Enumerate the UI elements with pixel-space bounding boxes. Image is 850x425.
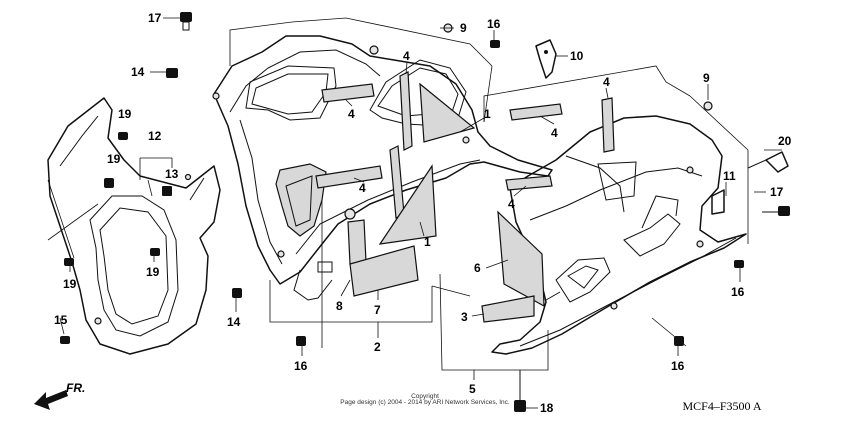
callout-numbers: 17 9 16 10 14 4 4 1 9 4 4 20 19 12 13 19…: [54, 11, 792, 415]
callout-7: 7: [374, 303, 381, 317]
callout-19: 19: [118, 107, 132, 121]
upper-cowl-frame-lines: [229, 17, 493, 338]
left-panel-lead-lines: [47, 157, 173, 259]
callout-13: 13: [165, 167, 179, 181]
callout-20: 20: [778, 134, 792, 148]
front-arrow-icon: [34, 390, 68, 410]
callout-5: 5: [469, 382, 476, 396]
callout-16: 16: [294, 359, 308, 373]
callout-4: 4: [359, 181, 366, 195]
callout-3: 3: [461, 310, 468, 324]
callout-18: 18: [540, 401, 554, 415]
callout-6: 6: [474, 261, 481, 275]
callout-4: 4: [403, 49, 410, 63]
inner-cover-panel[interactable]: [47, 97, 221, 355]
callout-1: 1: [424, 235, 431, 249]
callout-17: 17: [770, 185, 784, 199]
callout-8: 8: [336, 299, 343, 313]
callout-1: 1: [484, 107, 491, 121]
callout-19: 19: [63, 277, 77, 291]
callout-leaders: [59, 17, 782, 409]
callout-15: 15: [54, 313, 68, 327]
copyright-heading: Copyright: [411, 393, 439, 400]
callout-11: 11: [723, 169, 736, 183]
callout-14: 14: [131, 65, 145, 79]
callout-4: 4: [348, 107, 355, 121]
callout-4: 4: [508, 197, 515, 211]
callout-16: 16: [487, 17, 501, 31]
lower-cowl-foam-pads[interactable]: [481, 97, 615, 323]
lower-cowl-panel[interactable]: [491, 115, 747, 355]
callout-4: 4: [551, 126, 558, 140]
callout-4: 4: [603, 75, 610, 89]
callout-16: 16: [731, 285, 745, 299]
callout-12: 12: [148, 129, 162, 143]
callout-2: 2: [374, 340, 381, 354]
front-label: FR.: [66, 381, 85, 395]
front-direction-indicator: FR.: [34, 381, 85, 410]
foam-pads-center[interactable]: [315, 71, 476, 297]
callout-9: 9: [703, 71, 710, 85]
copyright-notice: Page design (c) 2004 - 2014 by ARI Netwo…: [340, 399, 510, 406]
diagram-code: MCF4–F3500 A: [682, 399, 761, 413]
callout-19: 19: [107, 152, 121, 166]
callout-19: 19: [146, 265, 160, 279]
upper-cowl-panel[interactable]: [212, 35, 553, 301]
callout-10: 10: [570, 49, 584, 63]
callout-14: 14: [227, 315, 241, 329]
callout-9: 9: [460, 21, 467, 35]
lower-cowl-frame-lines: [439, 65, 749, 380]
callout-16: 16: [671, 359, 685, 373]
fastener-hardware[interactable]: [60, 12, 790, 412]
callout-17: 17: [148, 11, 162, 25]
